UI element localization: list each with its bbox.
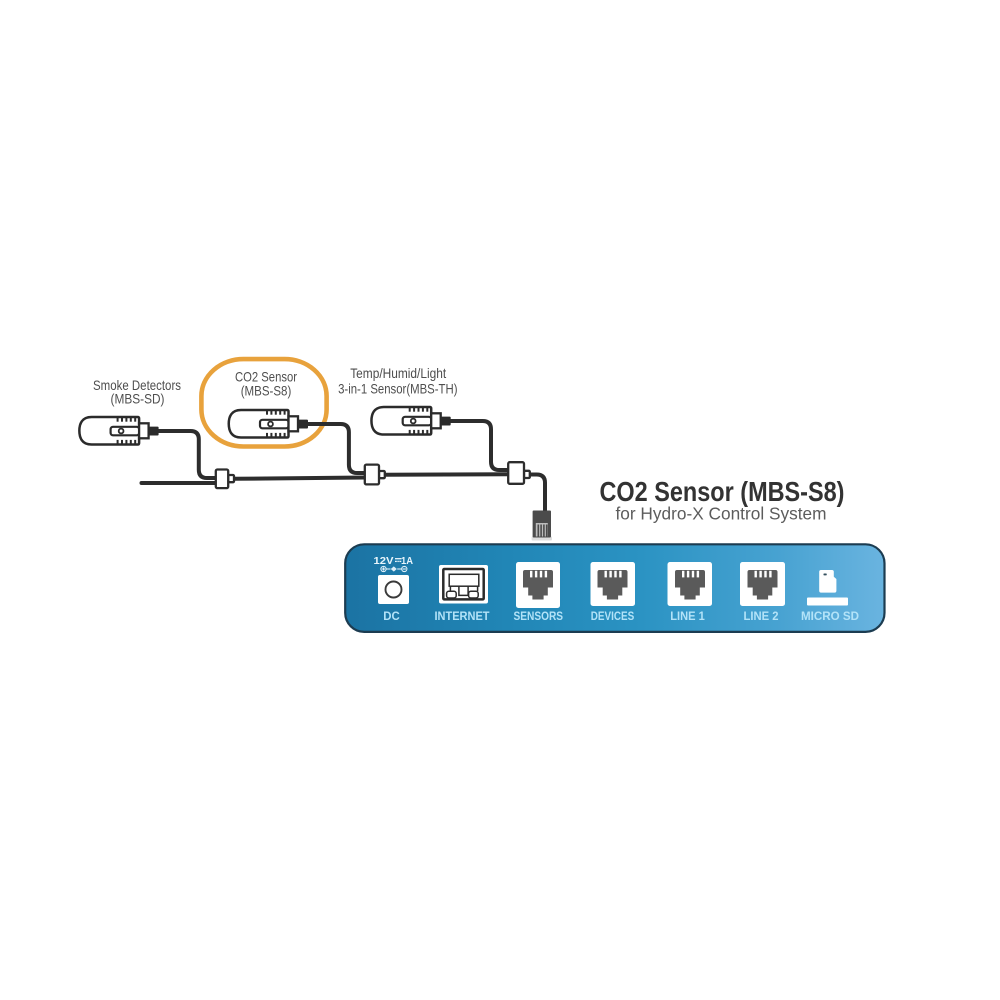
svg-text:Temp/Humid/Light: Temp/Humid/Light <box>350 365 446 381</box>
svg-text:3-in-1 Sensor(MBS-TH): 3-in-1 Sensor(MBS-TH) <box>338 381 457 397</box>
svg-text:Smoke Detectors: Smoke Detectors <box>93 377 181 393</box>
svg-text:12V: 12V <box>374 555 394 567</box>
svg-text:CO2 Sensor: CO2 Sensor <box>235 368 297 384</box>
svg-text:DEVICES: DEVICES <box>591 611 635 623</box>
svg-text:(MBS-S8): (MBS-S8) <box>241 383 292 399</box>
svg-text:DC: DC <box>383 611 400 623</box>
svg-text:MICRO SD: MICRO SD <box>801 611 859 623</box>
svg-text:1A: 1A <box>401 555 413 567</box>
svg-text:LINE 1: LINE 1 <box>670 611 705 623</box>
svg-text:SENSORS: SENSORS <box>514 611 564 623</box>
svg-text:for Hydro-X Control System: for Hydro-X Control System <box>616 504 827 524</box>
svg-text:CO2 Sensor (MBS-S8): CO2 Sensor (MBS-S8) <box>600 476 845 507</box>
svg-text:(MBS-SD): (MBS-SD) <box>111 391 165 407</box>
svg-text:LINE 2: LINE 2 <box>744 611 779 623</box>
svg-text:INTERNET: INTERNET <box>435 611 490 623</box>
